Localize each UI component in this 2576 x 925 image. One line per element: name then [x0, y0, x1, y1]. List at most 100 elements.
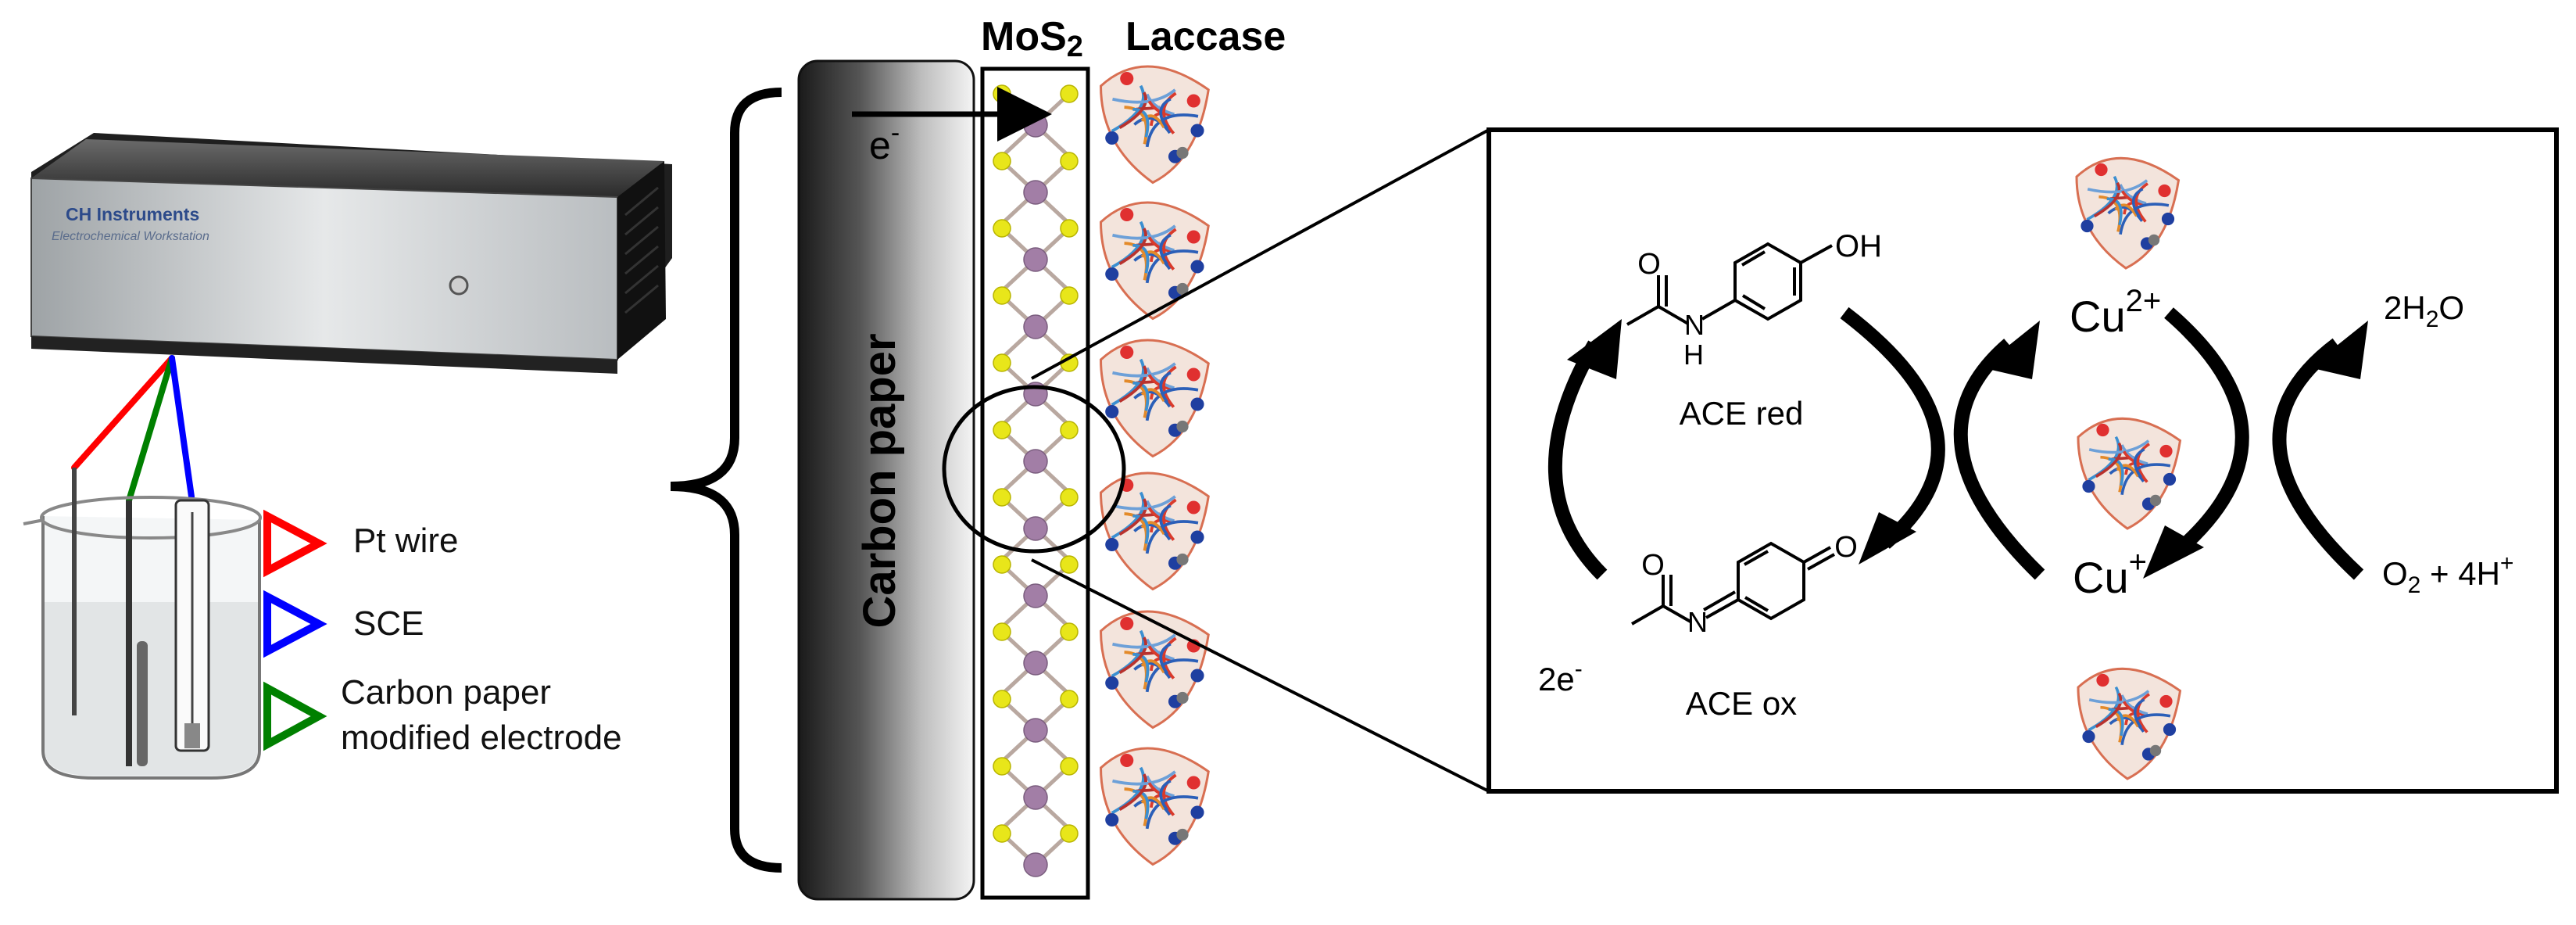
enzyme-ribbon — [1162, 228, 1177, 271]
enzyme-ribbon — [1140, 521, 1166, 536]
enzyme-residue — [1190, 805, 1204, 819]
enzyme-ribbon — [1112, 495, 1176, 511]
potentiostat-instrument: CH Instruments Electrochemical Workstati… — [30, 133, 672, 374]
laccase-enzyme — [2077, 417, 2182, 530]
arrowhead-ace-ox-icon — [1859, 512, 1916, 565]
reaction-arrowheads — [1567, 319, 2368, 579]
enzyme-ribbon — [1147, 645, 1167, 661]
enzyme-ribbon — [1132, 108, 1150, 138]
enzyme-body — [1099, 610, 1210, 730]
sulfur-atom — [1060, 622, 1079, 641]
laccase-enzyme — [1099, 201, 1210, 321]
enzyme-residue — [2163, 472, 2177, 486]
enzyme-ribbon — [1162, 498, 1177, 541]
enzyme-ribbon — [2093, 181, 2121, 218]
instrument-brand: CH Instruments — [66, 204, 199, 224]
enzyme-ribbon — [1159, 233, 1172, 266]
carbon-paper-legend-triangle-icon — [263, 681, 327, 751]
enzyme-ribbon — [2120, 694, 2148, 715]
enzyme-ribbon — [2136, 443, 2151, 483]
enzyme-ribbon — [2123, 201, 2145, 215]
enzyme-ribbon — [2116, 714, 2140, 728]
enzyme-ribbon — [1145, 93, 1175, 116]
sulfur-atom — [993, 353, 1011, 372]
sulfur-atom — [1060, 690, 1079, 708]
enzyme-ribbon — [2100, 705, 2123, 743]
enzyme-ribbon — [1162, 91, 1177, 134]
electrode-legend: Pt wire SCE Carbon paper modified electr… — [263, 509, 622, 757]
sulfur-atom — [993, 286, 1011, 305]
enzyme-ribbon — [1124, 242, 1148, 281]
enzyme-residue — [2096, 423, 2109, 437]
cu2-label: Cu2+ — [2070, 284, 2161, 341]
enzyme-ribbon — [1132, 244, 1150, 274]
enzyme-residue — [1120, 207, 1134, 222]
enzyme-ribbon — [1133, 253, 1172, 271]
enzyme-ribbon — [1132, 514, 1150, 544]
enzyme-ribbon — [2119, 184, 2147, 205]
sulfur-atom — [1060, 824, 1079, 843]
molybdenum-atom — [1023, 852, 1048, 877]
enzyme-ribbon — [2107, 206, 2144, 222]
enzyme-ribbon — [1124, 512, 1148, 551]
ace-ox-quinone-o: O — [1834, 531, 1858, 564]
enzyme-ribbon — [1162, 365, 1177, 408]
sulfur-atom — [993, 84, 1011, 103]
enzyme-ribbon — [1124, 787, 1148, 826]
enzyme-ribbon — [2114, 203, 2138, 217]
enzyme-residue — [2082, 479, 2095, 493]
oxygen-label: O2 + 4H+ — [2382, 550, 2513, 598]
enzyme-ribbon — [1145, 229, 1175, 252]
enzyme-ribbon — [2088, 439, 2150, 454]
molybdenum-atom — [1023, 449, 1048, 474]
ace-ox-carbonyl-o: O — [1641, 549, 1665, 582]
enzyme-ribbon — [2087, 179, 2148, 194]
enzyme-body — [1099, 201, 1210, 321]
molybdenum-atom — [1023, 180, 1048, 205]
panel-laccase-enzymes — [2075, 156, 2182, 780]
molybdenum-atom — [1023, 718, 1048, 743]
enzyme-ribbon — [1145, 500, 1175, 522]
copper-site — [1176, 282, 1189, 296]
enzyme-ribbon — [1147, 782, 1167, 798]
enzyme-residue — [1120, 71, 1134, 86]
enzyme-ribbon — [2133, 448, 2145, 479]
enzyme-ribbon — [1132, 653, 1150, 683]
pt-wire-legend-label: Pt wire — [353, 522, 458, 560]
sulfur-atom — [993, 622, 1011, 641]
water-label: 2H2O — [2384, 289, 2464, 332]
enzyme-ribbon — [2108, 457, 2124, 486]
enzyme-ribbon — [1150, 112, 1172, 127]
copper-site — [1176, 691, 1189, 705]
arrowhead-ace-regen-icon — [1567, 319, 1622, 379]
enzyme-ribbon — [1147, 507, 1167, 523]
enzyme-residue — [1190, 669, 1204, 683]
enzyme-ribbon — [1124, 379, 1148, 418]
sulfur-atom — [1060, 84, 1079, 103]
enzyme-ribbon — [1150, 385, 1172, 400]
enzyme-ribbon — [1145, 638, 1175, 661]
sce-lead — [169, 355, 195, 500]
beaker-rim — [40, 496, 262, 540]
magnifier-circle — [942, 385, 1126, 554]
ace-red-oh: OH — [1835, 229, 1882, 264]
enzyme-ribbon — [2136, 693, 2151, 733]
sulfur-atom — [1060, 488, 1079, 507]
enzyme-ribbon — [2124, 712, 2146, 726]
enzyme-body — [1099, 65, 1210, 185]
enzyme-ribbon — [1159, 504, 1172, 536]
enzyme-ribbon — [1118, 365, 1147, 403]
enzyme-residue — [2095, 163, 2108, 177]
enzyme-ribbon — [2134, 182, 2149, 223]
enzyme-residue — [2159, 694, 2173, 708]
arrowhead-cu-ox-icon — [1981, 321, 2040, 379]
enzyme-ribbon — [1124, 651, 1148, 690]
cu1-label: Cu+ — [2073, 545, 2147, 602]
copper-site — [1176, 828, 1189, 841]
enzyme-ribbon — [2109, 466, 2145, 482]
zoom-brace — [670, 88, 782, 873]
enzyme-ribbon — [1147, 374, 1167, 390]
laccase-enzyme — [2075, 156, 2181, 270]
enzyme-ribbon — [1150, 657, 1172, 672]
